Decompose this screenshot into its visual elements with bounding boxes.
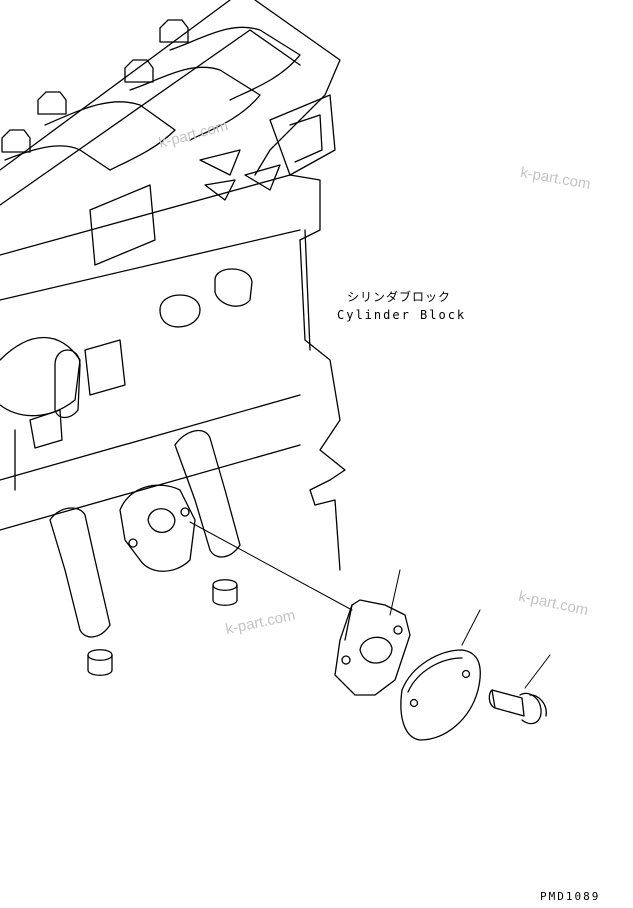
alignment-line	[189, 521, 353, 611]
gasket	[334, 599, 411, 696]
cylinder-block-label-jp: シリンダブロック	[347, 290, 452, 304]
leader-line-cover	[461, 609, 481, 646]
cover-plate	[400, 649, 481, 741]
flange-bolt	[488, 689, 547, 725]
leader-line-gasket	[389, 569, 401, 616]
leader-line-bolt	[524, 654, 551, 689]
cylinder-block	[0, 0, 346, 676]
cylinder-block-label-en: Cylinder Block	[337, 308, 467, 322]
drawing-code: PMD1089	[540, 890, 601, 903]
